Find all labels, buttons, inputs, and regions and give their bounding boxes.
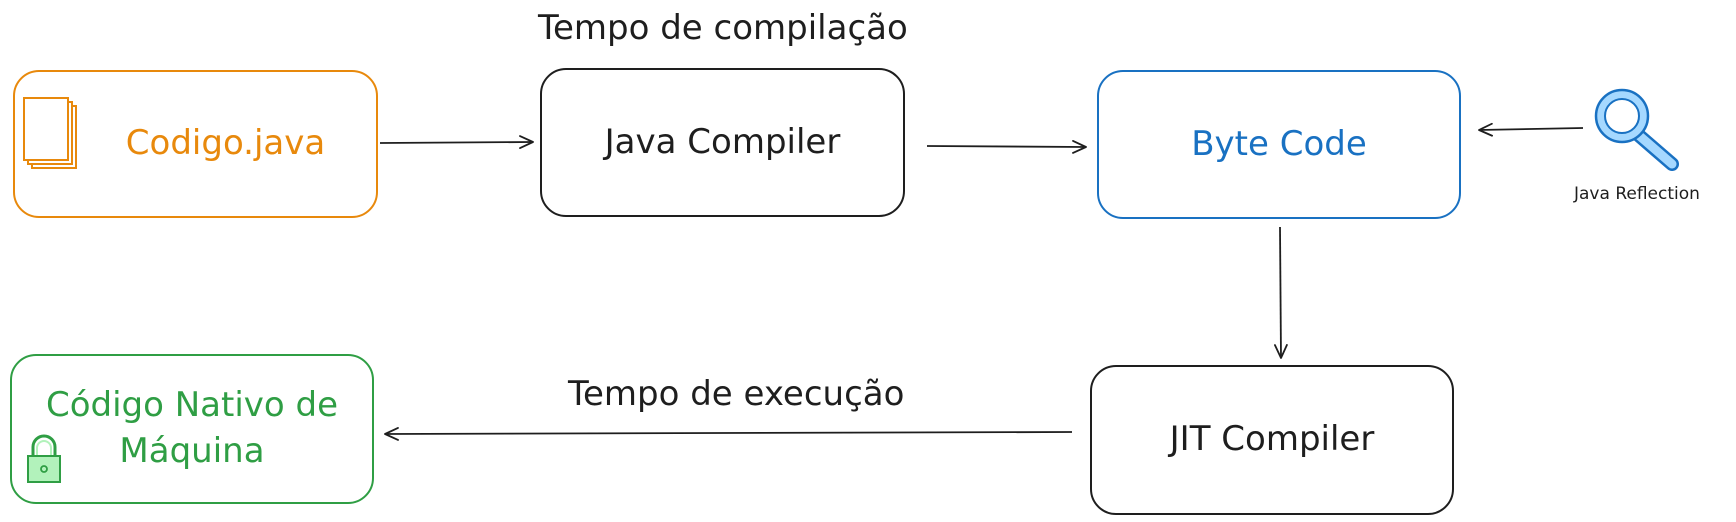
arrow-jit-compiler-to-native [384, 427, 1073, 441]
document-stack-icon [23, 97, 77, 169]
reflection-label: Java Reflection [1574, 184, 1700, 204]
arrow-reflection-to-bytecode [1478, 122, 1584, 137]
node-native-code-label: Código Nativo de Máquina [46, 383, 338, 475]
arrow-source-to-java-compiler [379, 135, 534, 149]
caption-run-time: Tempo de execução [568, 374, 905, 414]
node-native-code-label-line2: Máquina [119, 431, 265, 471]
magnifier-icon [1594, 88, 1679, 171]
node-java-compiler-label: Java Compiler [604, 121, 841, 162]
node-bytecode-label: Byte Code [1191, 123, 1367, 164]
node-source-file-label: Codigo.java [125, 123, 326, 164]
arrow-bytecode-to-jit-compiler [1274, 226, 1288, 359]
node-java-compiler: Java Compiler [540, 68, 905, 217]
node-jit-compiler: JIT Compiler [1090, 365, 1454, 515]
node-source-file: Codigo.java [13, 70, 378, 218]
arrow-java-compiler-to-bytecode [926, 140, 1087, 154]
node-native-code-label-line1: Código Nativo de [45, 385, 339, 426]
padlock-icon [27, 434, 61, 483]
caption-compile-time: Tempo de compilação [538, 8, 908, 48]
node-native-code: Código Nativo de Máquina [10, 354, 374, 504]
node-bytecode: Byte Code [1097, 70, 1461, 219]
node-jit-compiler-label: JIT Compiler [1169, 419, 1375, 460]
